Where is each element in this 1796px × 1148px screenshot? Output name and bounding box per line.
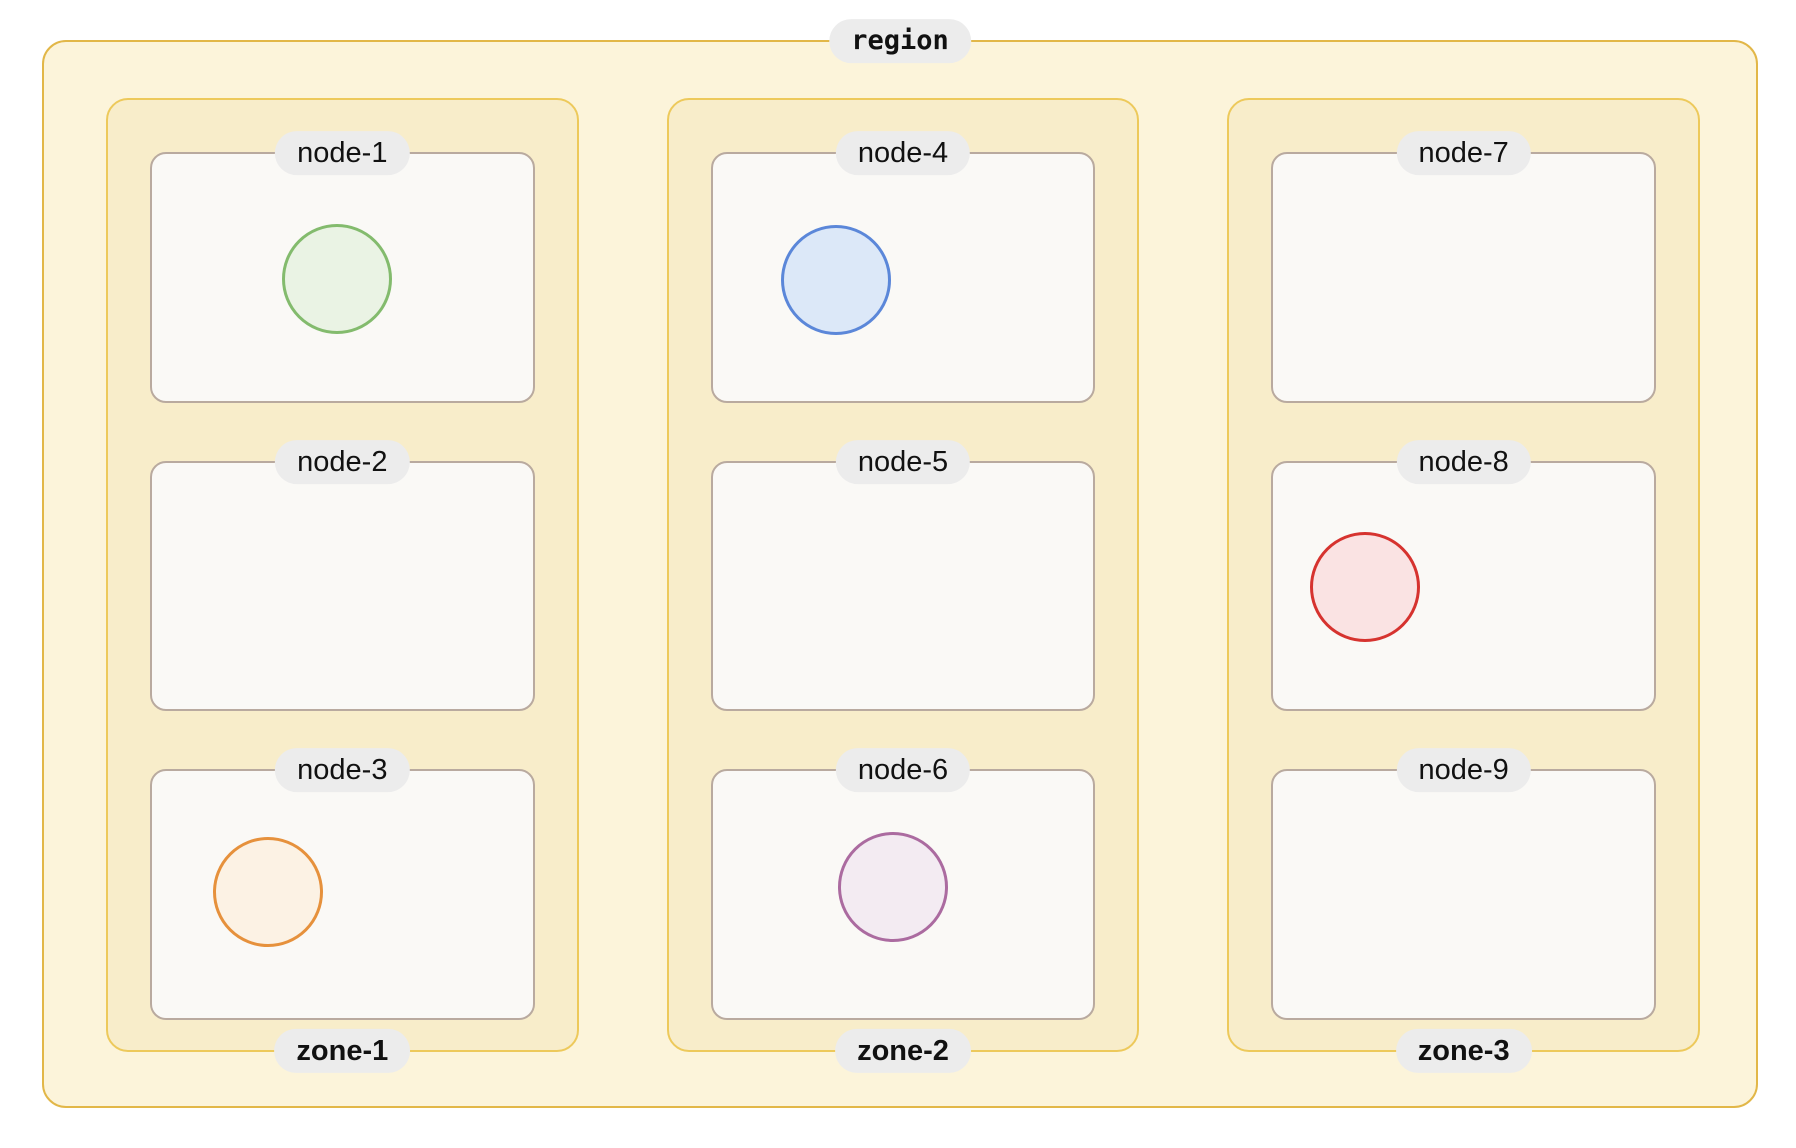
node-8-box: node-8 (1271, 439, 1657, 712)
node-6-pod-circle (838, 831, 948, 942)
node-8-pod-circle (1309, 532, 1420, 642)
node-9-label: node-9 (1396, 748, 1531, 793)
node-8-label: node-8 (1396, 439, 1531, 484)
node-7-label: node-7 (1396, 131, 1531, 176)
node-6-label: node-6 (835, 748, 971, 793)
node-4-box: node-4 (710, 131, 1096, 403)
region-container: region node-1 node-2 node-3 zone-1 (42, 19, 1758, 1108)
node-3-label: node-3 (275, 748, 410, 793)
node-6-box: node-6 (710, 748, 1096, 1021)
node-3-pod-circle (213, 836, 324, 947)
node-1-box: node-1 (150, 131, 535, 403)
node-2-label: node-2 (275, 439, 410, 484)
node-3-box: node-3 (150, 748, 535, 1021)
node-1-pod-circle (282, 224, 393, 335)
zone-2-label: zone-2 (835, 1028, 971, 1073)
zones-row: node-1 node-2 node-3 zone-1 node-4 (44, 42, 1756, 1106)
zone-2-container: node-4 node-5 node-6 zone-2 (666, 98, 1140, 1073)
node-4-pod-circle (781, 225, 891, 336)
node-1-label: node-1 (275, 131, 410, 176)
node-5-box: node-5 (710, 439, 1096, 712)
zone-1-label: zone-1 (274, 1028, 411, 1073)
zone-3-container: node-7 node-8 node-9 zone-3 (1227, 98, 1701, 1073)
zone-1-container: node-1 node-2 node-3 zone-1 (106, 98, 579, 1073)
node-5-label: node-5 (835, 439, 971, 484)
zone-2-nodes: node-4 node-5 node-6 (669, 100, 1138, 1050)
zone-1-nodes: node-1 node-2 node-3 (108, 100, 577, 1050)
node-9-box: node-9 (1271, 748, 1657, 1021)
zone-3-nodes: node-7 node-8 node-9 (1229, 100, 1698, 1050)
region-label: region (829, 19, 971, 64)
zone-3-label: zone-3 (1395, 1028, 1532, 1073)
node-4-label: node-4 (835, 131, 971, 176)
node-7-box: node-7 (1271, 131, 1657, 403)
node-2-box: node-2 (150, 439, 535, 712)
